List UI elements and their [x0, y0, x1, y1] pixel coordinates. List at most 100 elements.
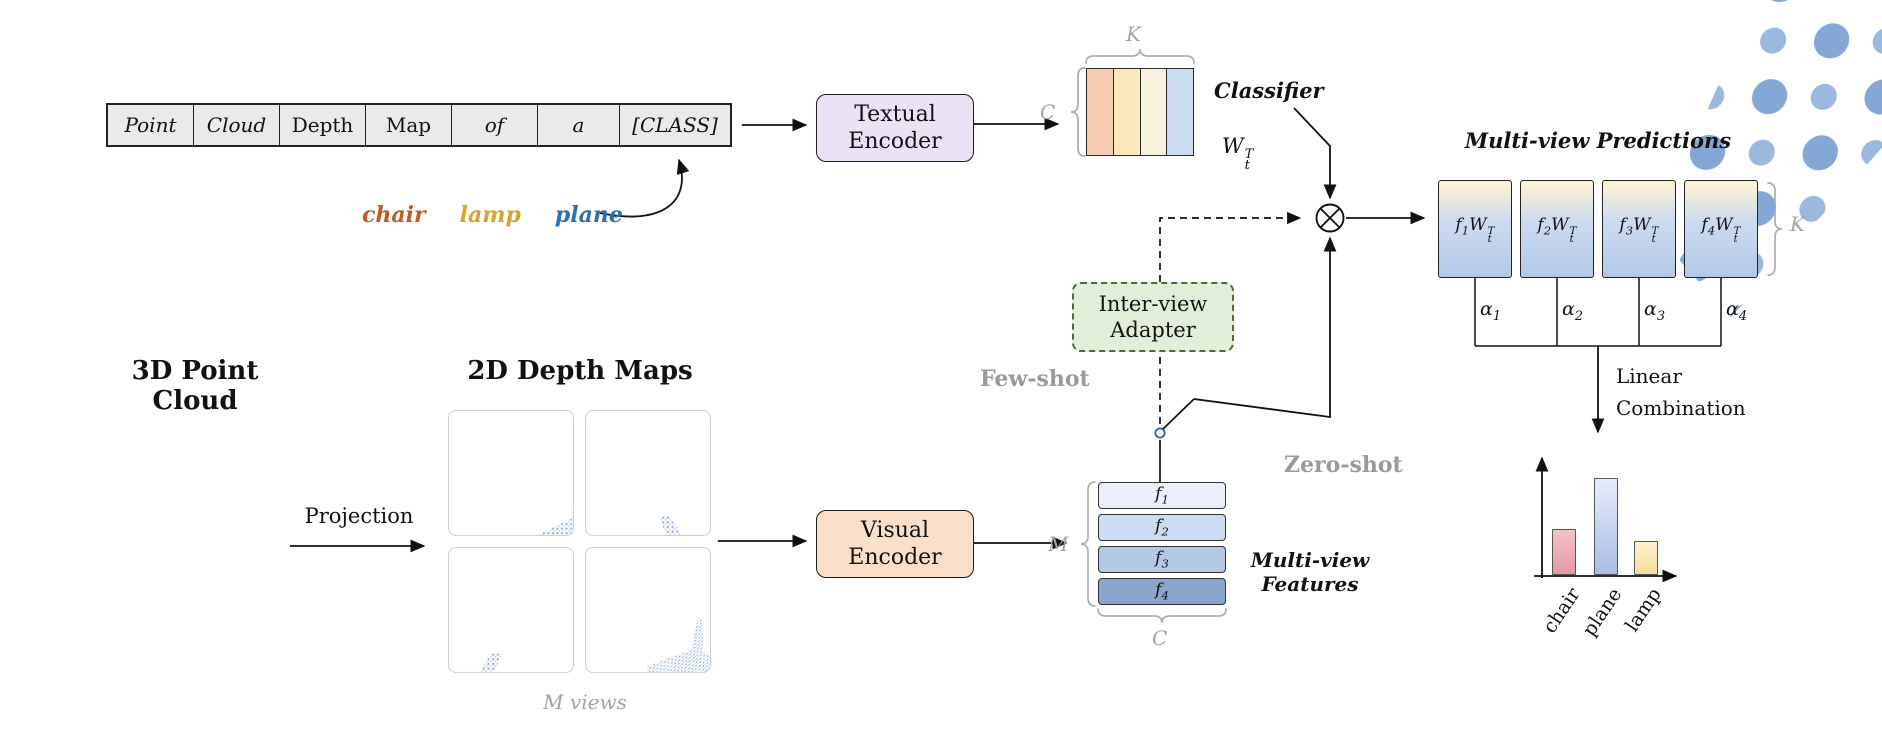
classifier-column-3 — [1140, 69, 1168, 155]
alpha-3-label: α3 — [1644, 298, 1665, 324]
pred-f: f — [1455, 214, 1462, 235]
textual-encoder-node: Textual Encoder — [816, 94, 974, 162]
alpha-idx: 1 — [1492, 308, 1502, 324]
alpha-4-label: α4 — [1726, 298, 1747, 324]
multiview-features-line2: Features — [1261, 572, 1359, 596]
prompt-cell: a — [538, 105, 620, 145]
point-cloud-heading: 3D Point Cloud — [131, 356, 259, 416]
pred-w: W — [1551, 214, 1569, 235]
classifier-column-4 — [1167, 69, 1193, 155]
pred-w: W — [1715, 214, 1733, 235]
visual-encoder-line2: Encoder — [848, 545, 942, 570]
alpha-idx: 2 — [1574, 308, 1584, 324]
depth-plane-side-view-mirrored — [449, 653, 508, 672]
pred-w: W — [1633, 214, 1651, 235]
depth-map-tile-4 — [585, 547, 711, 673]
class-word-chair: chair — [362, 202, 426, 228]
pred-f: f — [1619, 214, 1626, 235]
m-views-caption: M views — [543, 690, 627, 714]
pred-f: f — [1537, 214, 1544, 235]
inter-view-adapter-node: Inter-view Adapter — [1072, 282, 1234, 352]
classifier-column-2 — [1113, 69, 1141, 155]
result-chart-axes — [1534, 456, 1678, 583]
pred-f: f — [1701, 214, 1708, 235]
alpha-idx: 3 — [1656, 308, 1666, 324]
alpha-symbol: α — [1480, 298, 1493, 320]
depth-map-tile-3 — [448, 547, 574, 673]
pred-w-sub: t — [1733, 233, 1738, 246]
brace-c-classifier — [1070, 67, 1086, 157]
few-shot-label: Few-shot — [980, 366, 1090, 392]
pred-w-sub: t — [1651, 233, 1656, 246]
zero-shot-label: Zero-shot — [1284, 452, 1403, 478]
result-bar-lamp — [1634, 541, 1658, 575]
feature-idx: 3 — [1161, 556, 1169, 571]
depth-plane-top-view-small — [643, 611, 710, 672]
weight-sup: T — [1244, 147, 1254, 163]
feature-idx: 1 — [1161, 492, 1169, 507]
arrow-zero-shot-path — [1193, 236, 1337, 419]
dim-k-label-classifier: K — [1126, 22, 1141, 46]
dim-k-label-predictions: K — [1790, 212, 1805, 236]
alpha-symbol: α — [1726, 298, 1739, 320]
dim-c-label-features: C — [1152, 626, 1168, 650]
depth-plane-top-view — [517, 474, 573, 535]
alpha-symbol: α — [1562, 298, 1575, 320]
prompt-template-table: Point Cloud Depth Map of a [CLASS] — [106, 103, 732, 147]
result-bar-chair — [1552, 529, 1576, 575]
prediction-weight-lines — [1474, 278, 1722, 347]
pred-idx: 3 — [1625, 222, 1634, 237]
adapter-line1: Inter-view — [1098, 291, 1208, 316]
textual-encoder-line2: Encoder — [848, 129, 942, 154]
pred-w: W — [1469, 214, 1487, 235]
feature-f: f — [1155, 548, 1162, 569]
pred-idx: 2 — [1543, 222, 1552, 237]
textual-encoder-line1: Textual — [854, 101, 936, 127]
pred-w-sup: T — [1733, 224, 1741, 237]
classifier-column-1 — [1087, 69, 1114, 155]
visual-encoder-line1: Visual — [860, 517, 930, 543]
depth-maps-heading: 2D Depth Maps — [467, 356, 693, 386]
feature-idx: 4 — [1161, 588, 1169, 603]
alpha-symbol: α — [1644, 298, 1657, 320]
depth-plane-side-view — [653, 516, 710, 535]
linear-combination-line2: Combination — [1616, 396, 1746, 420]
result-bar-plane — [1594, 478, 1618, 575]
brace-m-features — [1080, 481, 1096, 607]
dashed-adapter-to-multiply — [1159, 211, 1302, 282]
prompt-cell: Cloud — [194, 105, 280, 145]
alpha-1-label: α1 — [1480, 298, 1501, 324]
depth-map-tile-2 — [585, 410, 711, 536]
feature-row-f1: f1 — [1098, 482, 1226, 509]
classifier-label: Classifier — [1214, 78, 1324, 103]
visual-encoder-node: Visual Encoder — [816, 510, 974, 578]
pred-idx: 4 — [1707, 222, 1716, 237]
feature-f: f — [1155, 516, 1162, 537]
feature-row-f4: f4 — [1098, 578, 1226, 605]
multiply-icon — [1315, 203, 1345, 233]
arrow-classifier-to-multiply — [1293, 107, 1337, 200]
prompt-cell: Map — [366, 105, 452, 145]
class-word-plane: plane — [554, 202, 623, 228]
class-word-list: chair lamp plane — [362, 202, 623, 228]
depth-map-tile-1 — [448, 410, 574, 536]
switch-lever — [1162, 398, 1195, 430]
multiview-predictions-title: Multi-view Predictions — [1464, 128, 1732, 153]
multiview-features-line1: Multi-view — [1250, 548, 1370, 572]
multiview-features-label: Multi-view Features — [1240, 548, 1380, 596]
pred-w-sup: T — [1569, 224, 1577, 237]
alpha-idx: 4 — [1738, 308, 1748, 324]
brace-k-classifier — [1085, 48, 1195, 64]
feature-row-f2: f2 — [1098, 514, 1226, 541]
weight-w: W — [1222, 134, 1244, 158]
linear-combination-line1: Linear — [1616, 364, 1682, 388]
switch-icon — [1154, 427, 1166, 439]
pred-w-sup: T — [1487, 224, 1495, 237]
